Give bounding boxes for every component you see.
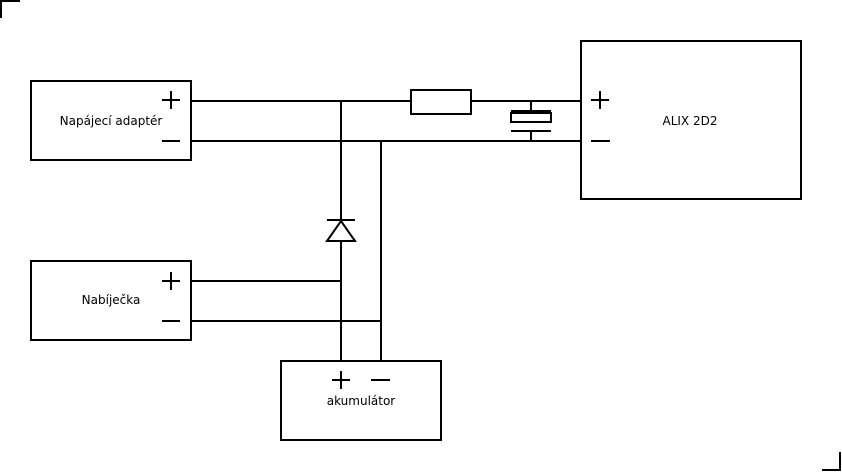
resistor — [410, 89, 472, 115]
corner-mark-bottom-right — [822, 452, 841, 471]
battery-box — [280, 360, 442, 441]
corner-mark-top-left — [0, 0, 20, 18]
charger-plus-terminal — [162, 272, 180, 290]
adapter-block: Napájecí adaptér — [30, 80, 192, 161]
capacitor — [510, 110, 552, 132]
charger-box — [30, 260, 192, 341]
alix-block: ALIX 2D2 — [580, 40, 802, 200]
resistor-body — [410, 89, 472, 115]
alix-label: ALIX 2D2 — [663, 114, 718, 128]
battery-plus-terminal — [332, 371, 350, 389]
adapter-label: Napájecí adaptér — [60, 114, 163, 128]
charger-block: Nabíječka — [30, 260, 192, 341]
charger-label: Nabíječka — [82, 293, 141, 307]
adapter-plus-terminal — [162, 91, 180, 109]
wiring — [191, 100, 581, 361]
adapter-box — [30, 80, 192, 161]
diode-triangle — [325, 219, 357, 242]
battery-block: akumulátor — [280, 360, 442, 441]
alix-plus-terminal — [591, 91, 609, 109]
battery-label: akumulátor — [327, 394, 396, 408]
alix-box — [580, 40, 802, 200]
capacitor-body — [510, 112, 552, 123]
diode — [325, 219, 357, 242]
